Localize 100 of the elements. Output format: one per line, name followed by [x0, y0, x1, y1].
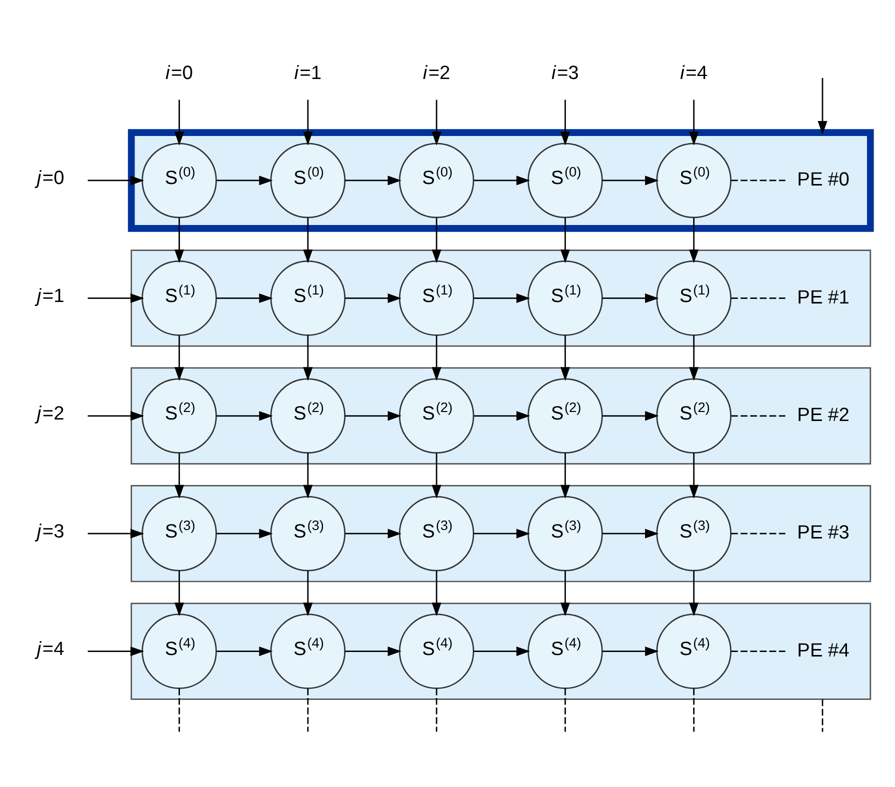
- node-text: j=3: [36, 520, 64, 542]
- arrow: [818, 77, 828, 134]
- node-text: PE #0: [797, 169, 850, 190]
- arrow: [345, 175, 402, 185]
- connector: [731, 650, 786, 652]
- arrow: [689, 217, 699, 263]
- arrow: [602, 175, 659, 185]
- node-text: j=4: [36, 638, 64, 660]
- arrow: [303, 570, 313, 616]
- arrow: [432, 99, 442, 145]
- arrow: [689, 334, 699, 380]
- connector: [693, 688, 695, 732]
- node-text: PE #1: [797, 286, 850, 308]
- node-circle: S$^{(1)}$: [656, 260, 732, 336]
- node-circle: S$^{(3)}$: [398, 495, 474, 571]
- arrow: [345, 292, 402, 302]
- node-text: i=4: [680, 62, 708, 84]
- node-circle: S$^{(3)}$: [142, 495, 217, 571]
- connector: [731, 297, 786, 298]
- arrow: [345, 528, 402, 538]
- node-circle: S$^{(3)}$: [528, 495, 603, 571]
- node-circle: S$^{(0)}$: [270, 142, 346, 218]
- node-circle: S$^{(4)}$: [528, 613, 603, 688]
- arrow: [216, 646, 273, 656]
- node-circle: S$^{(2)}$: [142, 378, 217, 454]
- arrow: [303, 99, 313, 145]
- node-circle: S$^{(4)}$: [398, 613, 474, 688]
- node-circle: S$^{(2)}$: [656, 378, 732, 454]
- arrow: [216, 410, 273, 420]
- connector: [822, 698, 824, 732]
- connector: [731, 532, 786, 534]
- arrow: [432, 570, 442, 616]
- node-circle: S$^{(2)}$: [398, 378, 474, 454]
- arrow: [174, 217, 184, 263]
- arrow: [88, 646, 144, 656]
- arrow: [689, 570, 699, 616]
- connector: [731, 414, 786, 416]
- arrow: [474, 292, 530, 302]
- node-circle: S$^{(1)}$: [528, 260, 603, 336]
- arrow: [88, 175, 144, 185]
- arrow: [174, 99, 184, 145]
- node-text: i=2: [422, 62, 450, 84]
- arrow: [303, 217, 313, 263]
- arrow: [474, 410, 530, 420]
- arrow: [216, 175, 273, 185]
- node-text: PE #2: [797, 404, 850, 426]
- node-text: PE #3: [797, 522, 850, 544]
- arrow: [88, 528, 144, 538]
- node-circle: S$^{(1)}$: [270, 260, 346, 336]
- arrow: [602, 528, 659, 538]
- node-circle: S$^{(4)}$: [656, 613, 732, 688]
- node-circle: S$^{(0)}$: [656, 142, 732, 218]
- arrow: [432, 217, 442, 263]
- arrow: [560, 217, 570, 263]
- node-text: i=0: [166, 62, 193, 84]
- arrow: [345, 646, 402, 656]
- arrow: [345, 410, 402, 420]
- node-circle: S$^{(4)}$: [142, 613, 217, 688]
- node-text: PE #4: [797, 640, 850, 661]
- arrow: [602, 292, 659, 302]
- node-circle: S$^{(2)}$: [270, 378, 346, 454]
- arrow: [432, 334, 442, 380]
- arrow: [689, 99, 699, 145]
- arrow: [560, 452, 570, 498]
- connector: [436, 688, 438, 732]
- arrow: [216, 292, 273, 302]
- arrow: [174, 334, 184, 380]
- arrow: [174, 570, 184, 616]
- arrow: [602, 646, 659, 656]
- node-text: i=3: [552, 62, 579, 84]
- connector: [307, 688, 309, 732]
- arrow: [303, 452, 313, 498]
- arrow: [689, 452, 699, 498]
- node-text: j=2: [36, 403, 64, 424]
- arrow: [88, 292, 144, 302]
- arrow: [474, 528, 530, 538]
- node-circle: S$^{(0)}$: [528, 142, 603, 218]
- node-circle: S$^{(1)}$: [398, 260, 474, 336]
- node-circle: S$^{(2)}$: [528, 378, 603, 454]
- arrow: [303, 334, 313, 380]
- cluster: [128, 128, 874, 232]
- arrow: [174, 452, 184, 498]
- arrow: [560, 334, 570, 380]
- connector: [564, 688, 566, 732]
- node-circle: S$^{(4)}$: [270, 613, 346, 688]
- node-circle: S$^{(0)}$: [398, 142, 474, 218]
- node-circle: S$^{(3)}$: [656, 495, 732, 571]
- arrow: [216, 528, 273, 538]
- arrow: [474, 175, 530, 185]
- arrow: [602, 410, 659, 420]
- arrow: [560, 570, 570, 616]
- arrow: [88, 410, 144, 420]
- connector: [731, 179, 786, 181]
- node-circle: S$^{(1)}$: [142, 260, 217, 336]
- node-text: i=1: [294, 62, 322, 84]
- arrow: [560, 99, 570, 145]
- connector: [178, 688, 180, 732]
- arrow: [432, 452, 442, 498]
- arrow: [474, 646, 530, 656]
- node-text: j=1: [36, 285, 64, 306]
